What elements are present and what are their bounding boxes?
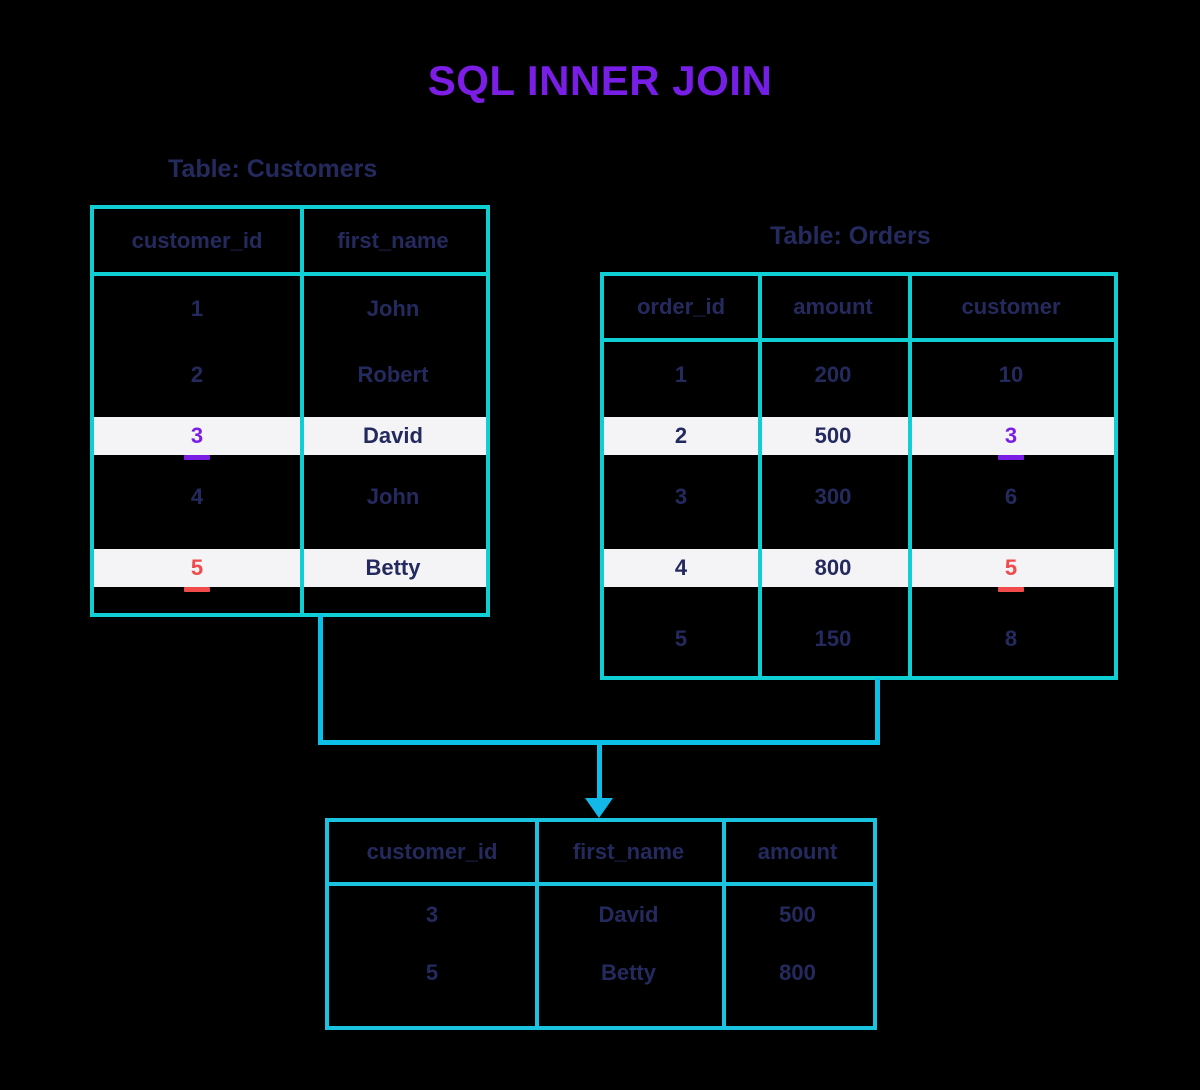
result-table: customer_id first_name amount 3 David 50… bbox=[325, 818, 877, 1030]
result-cell-first-name: David bbox=[598, 902, 659, 927]
orders-cell-customer: 10 bbox=[998, 362, 1024, 387]
orders-column-divider-1 bbox=[758, 276, 762, 676]
orders-cell-amount: 150 bbox=[814, 626, 852, 651]
result-cell-customer-id: 3 bbox=[425, 902, 439, 927]
orders-cell-amount: 300 bbox=[814, 484, 852, 509]
customers-match-key-purple: 3 bbox=[190, 423, 204, 448]
customers-cell-customer-id: 1 bbox=[190, 296, 204, 321]
customers-cell-first-name: Robert bbox=[357, 362, 429, 387]
customers-cell-first-name: Betty bbox=[365, 555, 421, 580]
table-row: 1 200 10 bbox=[604, 342, 1114, 408]
orders-cell-order-id: 2 bbox=[674, 423, 688, 448]
table-row: 3 300 6 bbox=[604, 464, 1114, 530]
table-row: 3 David 500 bbox=[329, 886, 873, 944]
customers-column-divider bbox=[300, 209, 304, 613]
orders-column-divider-2 bbox=[908, 276, 912, 676]
result-header-amount: amount bbox=[757, 839, 838, 864]
connector-arrow-stem bbox=[597, 740, 602, 802]
orders-highlight-row-2 bbox=[604, 417, 1114, 455]
customers-cell-customer-id: 5 bbox=[94, 540, 300, 596]
customers-header-first-name: first_name bbox=[337, 227, 449, 253]
table-row: 4 800 5 bbox=[604, 540, 1114, 596]
result-cell-amount: 500 bbox=[779, 902, 816, 927]
orders-cell-amount: 500 bbox=[814, 423, 852, 448]
connector-orders-vertical bbox=[875, 678, 880, 743]
orders-cell-amount: 800 bbox=[814, 555, 852, 580]
orders-header-row: order_id amount customer bbox=[604, 276, 1114, 338]
result-cell-first-name: Betty bbox=[600, 960, 656, 985]
customers-table-caption: Table: Customers bbox=[168, 155, 378, 183]
table-row: 5 Betty bbox=[94, 540, 486, 596]
orders-cell-customer: 5 bbox=[908, 540, 1114, 596]
customers-match-key-red: 5 bbox=[190, 555, 204, 580]
customers-cell-first-name: David bbox=[363, 423, 423, 448]
result-cell-amount: 800 bbox=[779, 960, 816, 985]
customers-cell-customer-id: 3 bbox=[94, 408, 300, 464]
table-row: 5 150 8 bbox=[604, 606, 1114, 672]
table-row: 2 Robert bbox=[94, 342, 486, 408]
result-header-first-name: first_name bbox=[572, 839, 685, 864]
customers-cell-first-name: John bbox=[366, 484, 420, 509]
result-column-divider-2 bbox=[722, 822, 726, 1026]
result-header-customer-id: customer_id bbox=[366, 839, 498, 864]
orders-cell-order-id: 4 bbox=[674, 555, 688, 580]
customers-highlight-row-5 bbox=[94, 549, 486, 587]
orders-table-caption: Table: Orders bbox=[770, 222, 931, 250]
customers-cell-first-name: John bbox=[366, 296, 420, 321]
table-row: 2 500 3 bbox=[604, 408, 1114, 464]
result-cell-customer-id: 5 bbox=[425, 960, 439, 985]
customers-cell-customer-id: 4 bbox=[190, 484, 204, 509]
orders-header-amount: amount bbox=[793, 294, 873, 319]
orders-table: order_id amount customer 1 200 10 2 500 … bbox=[600, 272, 1118, 680]
connector-customers-vertical bbox=[318, 615, 323, 743]
orders-header-customer: customer bbox=[961, 294, 1061, 319]
result-header-row: customer_id first_name amount bbox=[329, 822, 873, 882]
orders-cell-order-id: 1 bbox=[674, 362, 688, 387]
customers-highlight-row-3 bbox=[94, 417, 486, 455]
orders-cell-customer: 3 bbox=[908, 408, 1114, 464]
table-row: 3 David bbox=[94, 408, 486, 464]
orders-cell-order-id: 3 bbox=[674, 484, 688, 509]
result-header-rule bbox=[329, 882, 873, 886]
customers-cell-customer-id: 2 bbox=[190, 362, 204, 387]
orders-header-rule bbox=[604, 338, 1114, 342]
orders-header-order-id: order_id bbox=[636, 294, 726, 319]
table-row: 4 John bbox=[94, 464, 486, 530]
orders-cell-amount: 200 bbox=[814, 362, 852, 387]
customers-header-rule bbox=[94, 272, 486, 276]
customers-table: customer_id first_name 1 John 2 Robert 3… bbox=[90, 205, 490, 617]
orders-match-key-purple: 3 bbox=[1004, 423, 1018, 448]
orders-cell-customer: 6 bbox=[1004, 484, 1018, 509]
orders-match-key-red: 5 bbox=[1004, 555, 1018, 580]
table-row: 5 Betty 800 bbox=[329, 944, 873, 1002]
connector-arrow-head bbox=[585, 798, 613, 818]
orders-highlight-row-4 bbox=[604, 549, 1114, 587]
page-title: SQL INNER JOIN bbox=[0, 57, 1200, 105]
orders-cell-order-id: 5 bbox=[674, 626, 688, 651]
customers-header-customer-id: customer_id bbox=[131, 227, 263, 253]
customers-header-row: customer_id first_name bbox=[94, 209, 486, 272]
orders-cell-customer: 8 bbox=[1004, 626, 1018, 651]
result-column-divider-1 bbox=[535, 822, 539, 1026]
table-row: 1 John bbox=[94, 276, 486, 342]
